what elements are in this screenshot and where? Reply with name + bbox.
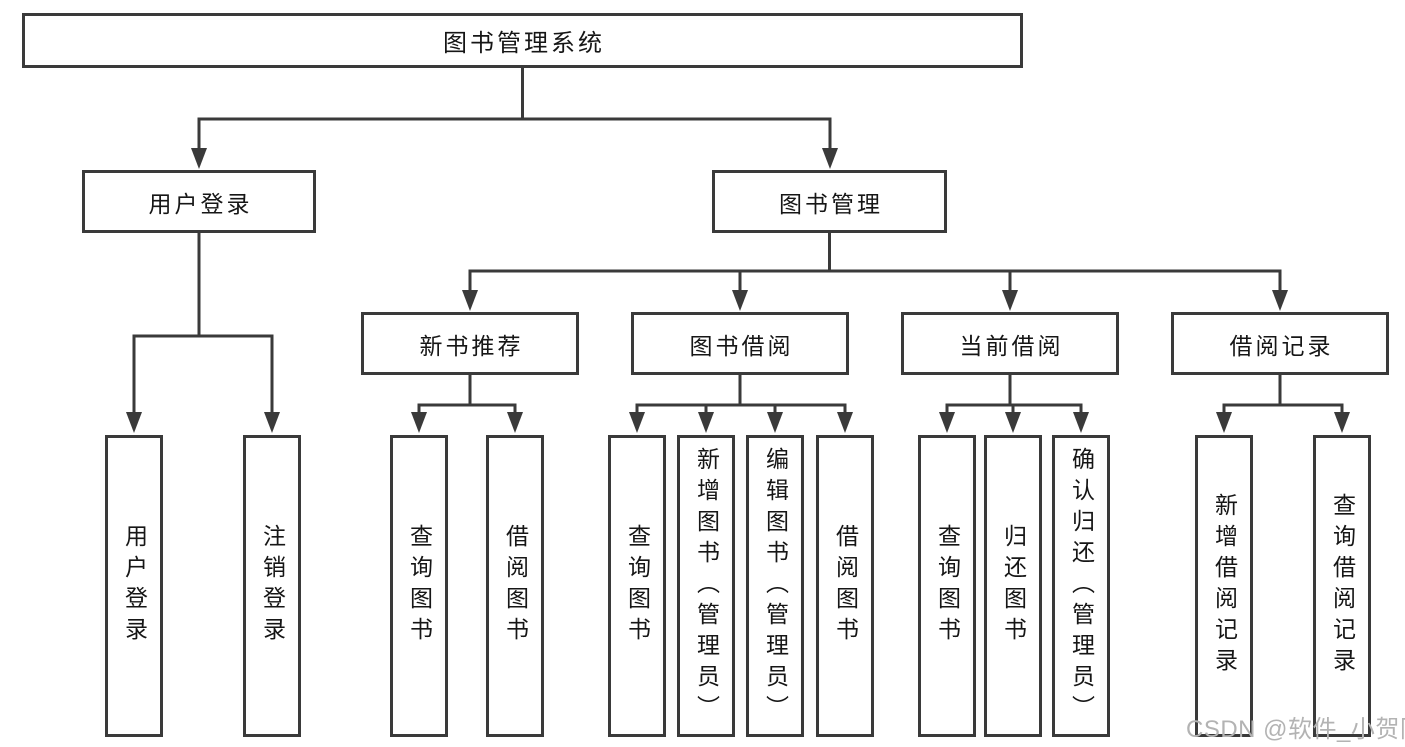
leaf-recommend-borrow-books: 借阅图书	[486, 435, 544, 737]
leaf-return-books-label: 归还图书	[1000, 524, 1027, 648]
leaf-user-login: 用户登录	[105, 435, 163, 737]
leaf-recommend-query-books: 查询图书	[390, 435, 448, 737]
leaf-current-query-books: 查询图书	[918, 435, 976, 737]
leaf-add-books-admin-label: 新增图书（管理员）	[693, 446, 720, 726]
node-user-login: 用户登录	[82, 170, 316, 233]
leaf-add-borrow-record-label: 新增借阅记录	[1211, 493, 1238, 679]
leaf-recommend-borrow-books-label: 借阅图书	[502, 524, 529, 648]
leaf-borrow-books: 借阅图书	[816, 435, 874, 737]
leaf-current-query-books-label: 查询图书	[934, 524, 961, 648]
leaf-query-borrow-record: 查询借阅记录	[1313, 435, 1371, 737]
leaf-confirm-return-admin: 确认归还（管理员）	[1052, 435, 1110, 737]
node-borrow-records-label: 借阅记录	[1229, 332, 1334, 359]
leaf-add-books-admin: 新增图书（管理员）	[677, 435, 735, 737]
csdn-watermark: CSDN @软件_小贺同学	[1186, 716, 1405, 743]
leaf-add-borrow-record: 新增借阅记录	[1195, 435, 1253, 737]
leaf-logout-label: 注销登录	[259, 524, 286, 648]
leaf-user-login-label: 用户登录	[121, 524, 148, 648]
leaf-recommend-query-books-label: 查询图书	[406, 524, 433, 648]
leaf-borrow-books-label: 借阅图书	[832, 524, 859, 648]
node-book-borrow: 图书借阅	[631, 312, 849, 375]
node-root-system: 图书管理系统	[22, 13, 1023, 68]
leaf-borrow-query-books: 查询图书	[608, 435, 666, 737]
leaf-return-books: 归还图书	[984, 435, 1042, 737]
leaf-edit-books-admin-label: 编辑图书（管理员）	[762, 446, 789, 726]
leaf-borrow-query-books-label: 查询图书	[624, 524, 651, 648]
leaf-logout: 注销登录	[243, 435, 301, 737]
node-current-borrow-label: 当前借阅	[959, 332, 1064, 359]
node-book-borrow-label: 图书借阅	[689, 332, 794, 359]
node-current-borrow: 当前借阅	[901, 312, 1119, 375]
node-root-label: 图书管理系统	[443, 30, 605, 57]
leaf-query-borrow-record-label: 查询借阅记录	[1329, 493, 1356, 679]
node-new-book-recommend: 新书推荐	[361, 312, 579, 375]
node-book-management-label: 图书管理	[779, 190, 883, 217]
node-new-book-recommend-label: 新书推荐	[419, 332, 524, 359]
node-user-login-label: 用户登录	[148, 190, 253, 217]
leaf-confirm-return-admin-label: 确认归还（管理员）	[1068, 446, 1095, 726]
node-borrow-records: 借阅记录	[1171, 312, 1389, 375]
node-book-management: 图书管理	[712, 170, 947, 233]
leaf-edit-books-admin: 编辑图书（管理员）	[746, 435, 804, 737]
